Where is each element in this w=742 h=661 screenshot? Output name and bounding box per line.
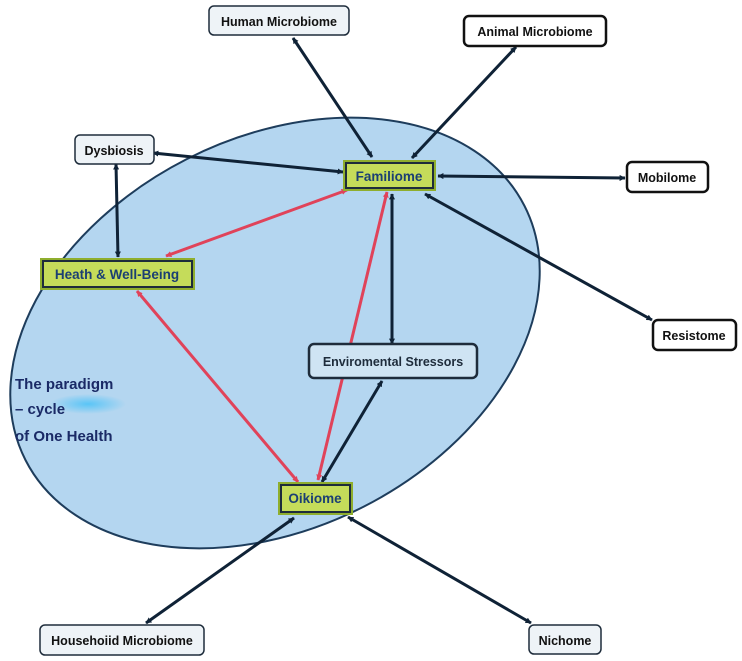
caption-line-2: – cycle [15, 401, 65, 418]
arrow-human-familiome [291, 37, 374, 158]
node-oikiome-label: Oikiome [288, 491, 342, 506]
arrow-dysbiosis-health [113, 163, 121, 258]
caption-line-3: of One Health [15, 428, 113, 445]
arrow-dysbiosis-familiome [152, 150, 344, 175]
node-animal-microbiome-label: Animal Microbiome [477, 25, 592, 39]
node-dysbiosis-label: Dysbiosis [84, 144, 143, 158]
node-dysbiosis: Dysbiosis [74, 134, 155, 165]
red-arrows [135, 188, 389, 483]
one-health-ellipse [9, 116, 541, 550]
node-nichome: Nichome [528, 624, 602, 655]
node-familiome: Familiome [343, 160, 436, 191]
red-arrow-health-oikiome [135, 290, 300, 483]
arrow-familiome-mobilome [437, 173, 626, 181]
arrow-animal-familiome [410, 45, 518, 160]
red-arrow-oikiome-familiome [316, 191, 389, 481]
node-resistome: Resistome [651, 318, 738, 352]
arrow-oikiome-nichome [347, 515, 532, 625]
node-household-microbiome: Househoiid Microbiome [39, 624, 205, 656]
node-health-well-being-label: Heath & Well-Being [55, 267, 179, 282]
node-human-microbiome-label: Human Microbiome [221, 15, 337, 29]
diagram-caption: The paradigm – cycle of One Health [15, 376, 118, 445]
arrow-oikiome-household [145, 516, 295, 625]
node-mobilome-label: Mobilome [638, 171, 696, 185]
node-nichome-label: Nichome [539, 634, 592, 648]
node-mobilome: Mobilome [625, 160, 710, 194]
node-animal-microbiome: Animal Microbiome [462, 14, 608, 48]
caption-glow [50, 394, 126, 414]
caption-line-1: The paradigm [15, 376, 113, 393]
node-environmental-stressors-label: Enviromental Stressors [323, 355, 463, 369]
node-human-microbiome: Human Microbiome [208, 5, 350, 36]
node-familiome-label: Familiome [356, 169, 423, 184]
node-health-well-being: Heath & Well-Being [40, 258, 195, 290]
node-environmental-stressors: Enviromental Stressors [307, 342, 479, 380]
node-household-microbiome-label: Househoiid Microbiome [51, 634, 193, 648]
node-oikiome: Oikiome [278, 482, 353, 515]
arrow-familiome-resistome [424, 192, 653, 322]
node-resistome-label: Resistome [662, 329, 725, 343]
